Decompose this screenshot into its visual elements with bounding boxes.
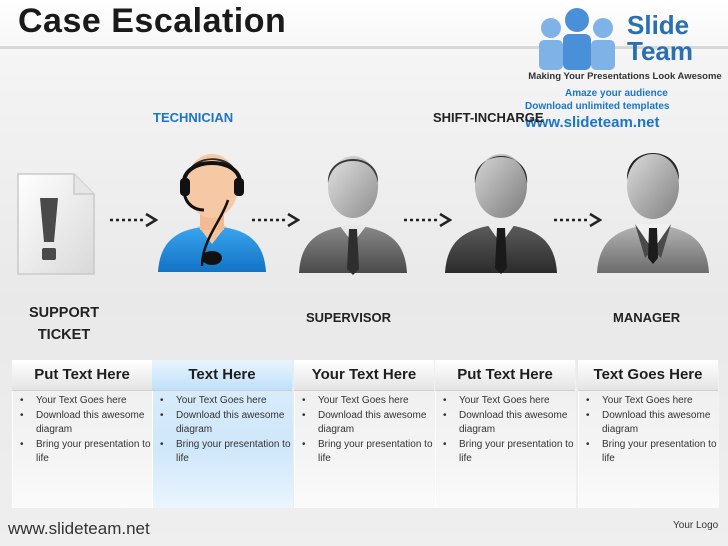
bullet-text: Download this awesome diagram [459,410,568,435]
column-heading: Text Goes Here [578,360,718,391]
dotted-arrow-icon [110,212,158,228]
bullet-item: •Your Text Goes here [443,395,550,406]
team-people-icon [539,8,615,70]
logo-tagline: Making Your Presentations Look Awesome [528,71,722,82]
bullet-item: •Bring your presentation to life [20,439,151,464]
column-heading: Your Text Here [294,360,434,391]
shift-incharge-icon [445,154,557,274]
ticket-line-1: SUPPORT [28,305,100,321]
bullet-text: Bring your presentation to life [602,439,717,464]
column-heading: Put Text Here [435,360,575,391]
bullet-text: Your Text Goes here [318,395,409,406]
support-ticket-label: SUPPORT TICKET [24,302,104,346]
bullet-list: •Your Text Goes here •Download this awes… [582,394,718,467]
text-column-5: Text Goes Here •Your Text Goes here •Dow… [578,360,719,508]
role-supervisor: SUPERVISOR [306,310,392,325]
bullet-item: •Your Text Goes here [302,395,409,406]
bullet-item: •Bring your presentation to life [302,439,433,464]
bullet-text: Bring your presentation to life [459,439,574,464]
column-heading: Text Here [152,360,292,391]
slide-title: Case Escalation [18,2,287,40]
bullet-text: Your Text Goes here [36,395,127,406]
bullet-text: Download this awesome diagram [36,410,145,435]
role-technician-label: TECHNICIAN [153,110,234,125]
bullet-text: Download this awesome diagram [176,410,285,435]
supervisor-icon [299,156,407,275]
footer-logo-placeholder: Your Logo [673,520,719,531]
bullet-text: Bring your presentation to life [318,439,433,464]
slideteam-logo: Slide Team Making Your Presentations Loo… [525,4,725,134]
text-column-2: Text Here •Your Text Goes here •Download… [152,360,293,508]
text-column-1: Put Text Here •Your Text Goes here •Down… [12,360,153,508]
promo-line-1: Amaze your audience [565,88,668,99]
bullet-item: •Download this awesome diagram [586,410,711,435]
dotted-arrow-icon [554,212,602,228]
bullet-item: •Bring your presentation to life [586,439,717,464]
bullet-list: •Your Text Goes here •Download this awes… [298,394,434,467]
dotted-arrow-icon [252,212,300,228]
footer-url: www.slideteam.net [8,519,150,538]
bullet-text: Your Text Goes here [176,395,267,406]
ticket-line-2: TICKET [37,327,91,343]
document-warning-icon [17,173,95,275]
text-column-4: Put Text Here •Your Text Goes here •Down… [435,360,576,508]
role-manager: MANAGER [613,310,681,325]
bullet-text: Download this awesome diagram [602,410,711,435]
bullet-item: •Your Text Goes here [20,395,127,406]
promo-line-2: Download unlimited templates [525,101,670,112]
bullet-text: Bring your presentation to life [176,439,291,464]
logo-name-team: Team [627,36,693,66]
technician-headset-icon [158,154,266,272]
bullet-text: Your Text Goes here [602,395,693,406]
bullet-item: •Bring your presentation to life [160,439,291,464]
bullet-list: •Your Text Goes here •Download this awes… [16,394,152,467]
bullet-text: Download this awesome diagram [318,410,427,435]
title-divider [0,46,728,49]
bullet-text: Your Text Goes here [459,395,550,406]
bullet-item: •Download this awesome diagram [160,410,285,435]
bullet-item: •Your Text Goes here [586,395,693,406]
column-heading: Put Text Here [12,360,152,391]
role-shift-incharge: SHIFT-INCHARGE [433,110,544,125]
promo-url: www.slideteam.net [525,114,660,131]
dotted-arrow-icon [404,212,452,228]
bullet-item: •Bring your presentation to life [443,439,574,464]
bullet-list: •Your Text Goes here •Download this awes… [439,394,575,467]
bullet-item: •Download this awesome diagram [20,410,145,435]
manager-icon [597,153,709,273]
bullet-text: Bring your presentation to life [36,439,151,464]
bullet-item: •Download this awesome diagram [302,410,427,435]
bullet-item: •Download this awesome diagram [443,410,568,435]
bullet-item: •Your Text Goes here [160,395,267,406]
bullet-list: •Your Text Goes here •Download this awes… [156,394,292,467]
role-technician: TECHNICIAN [153,110,233,125]
text-column-3: Your Text Here •Your Text Goes here •Dow… [294,360,435,508]
logo-name-slide: Slide [627,10,690,40]
